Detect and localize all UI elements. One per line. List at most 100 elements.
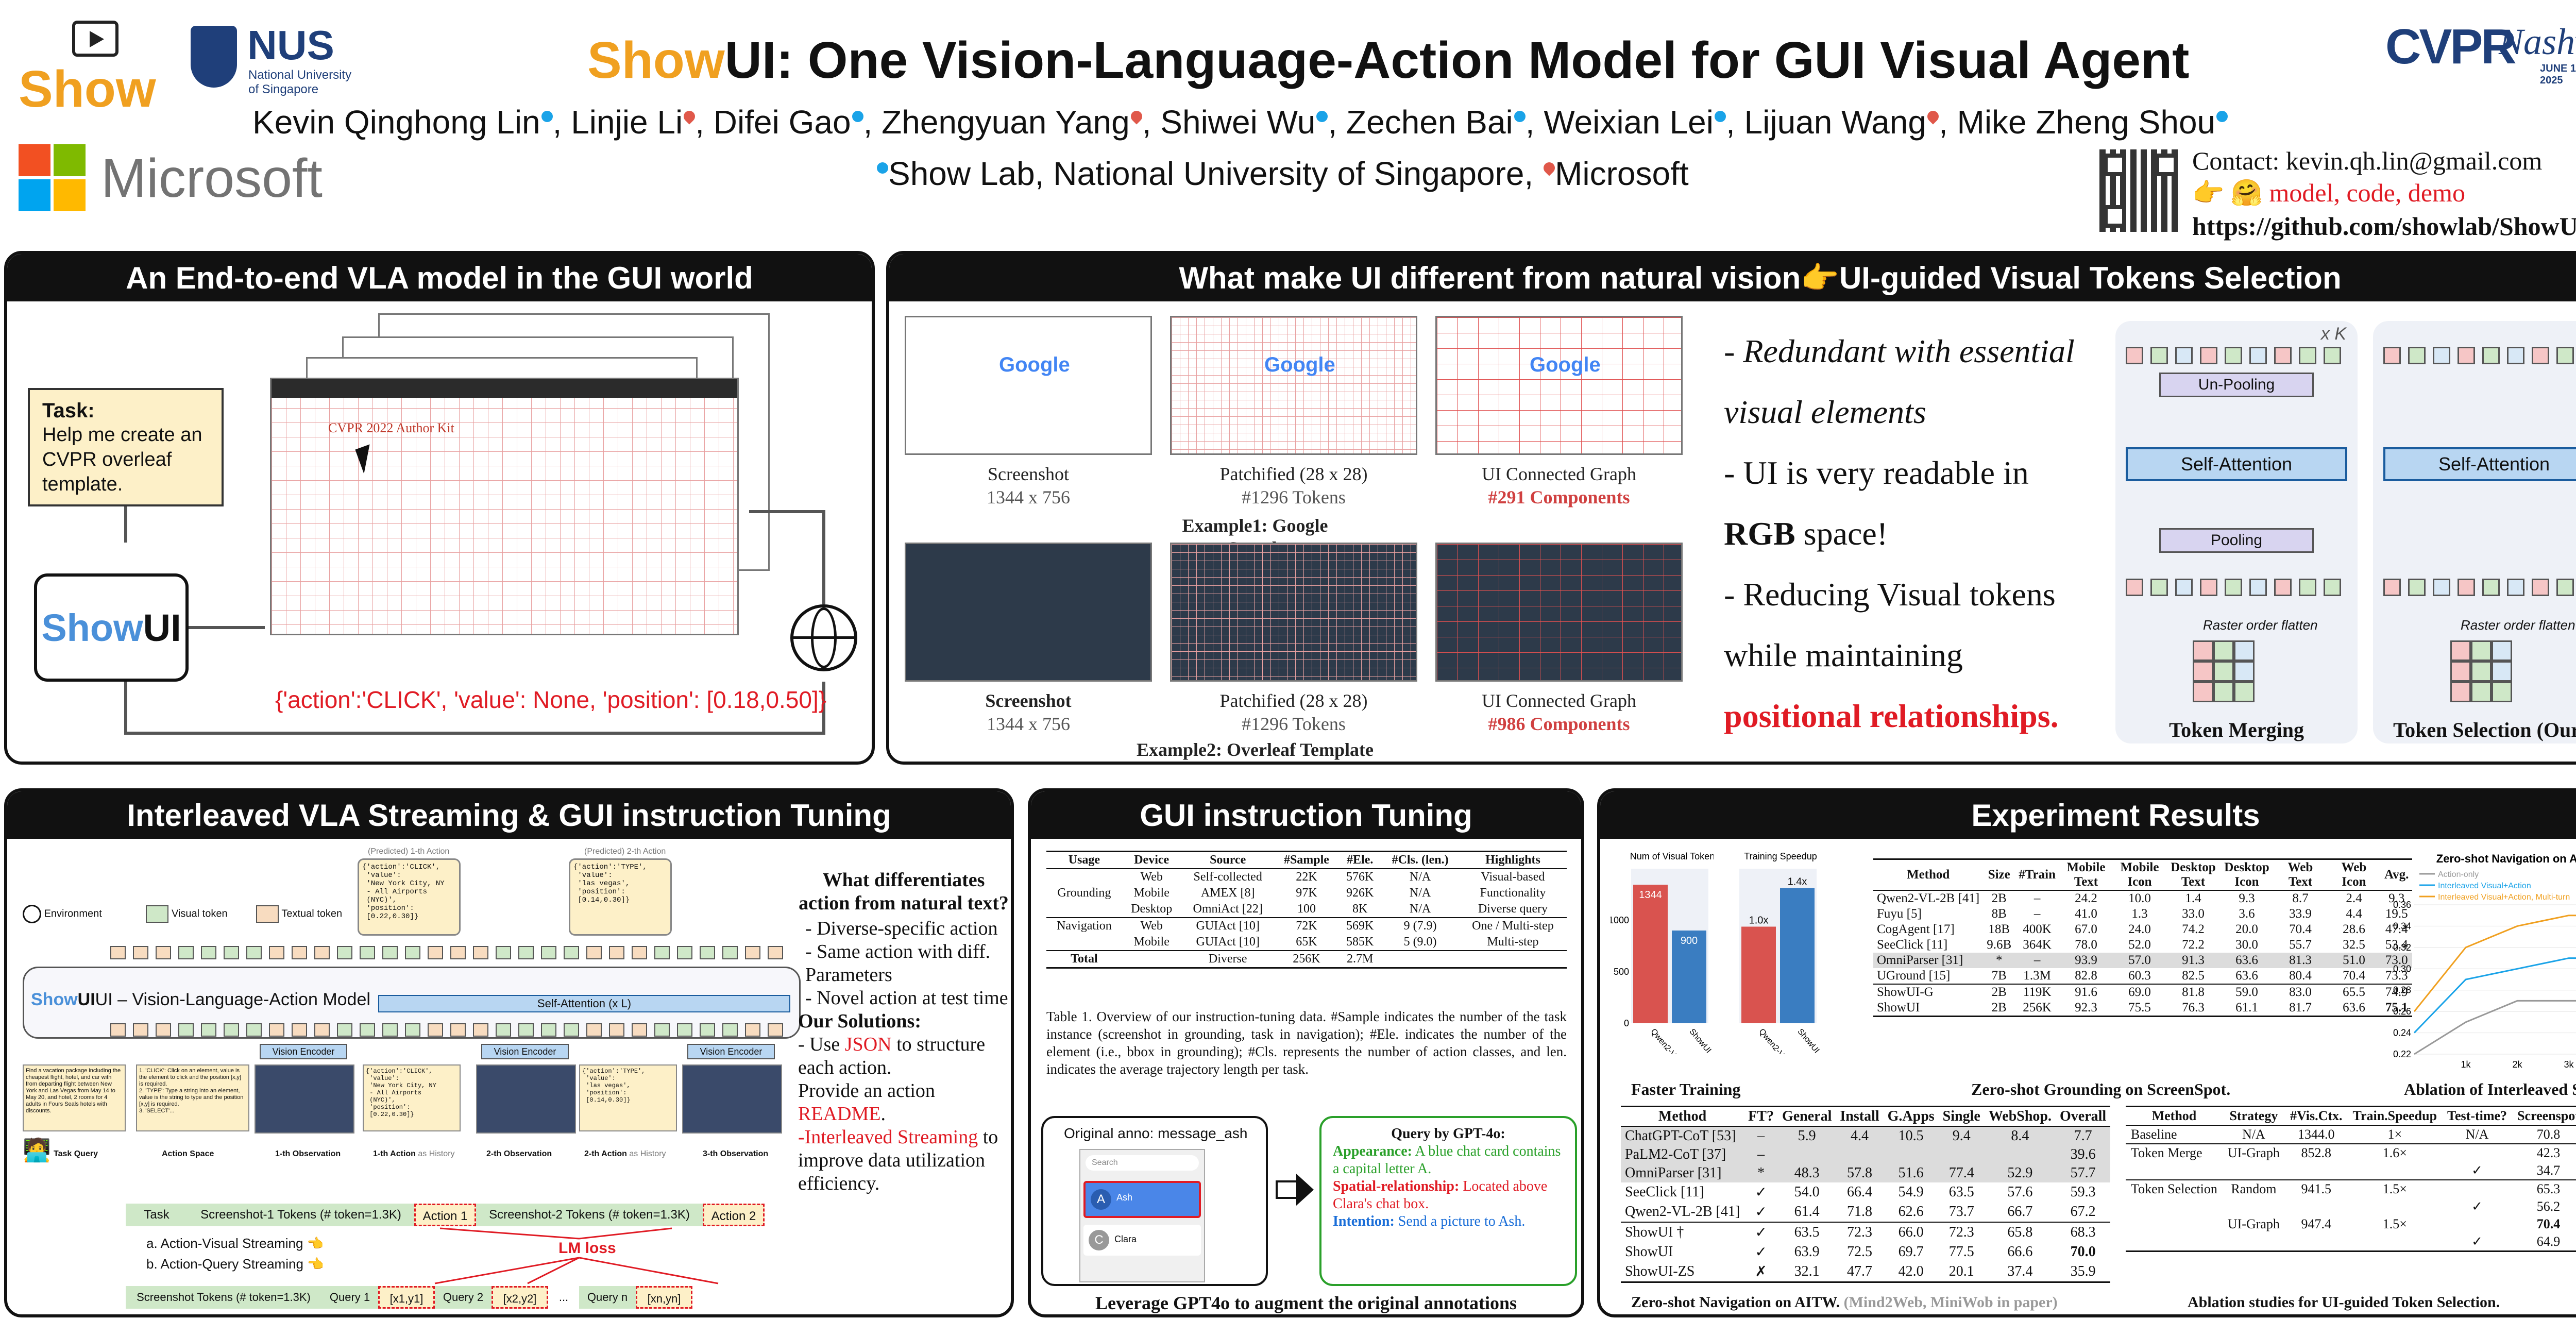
visual-token [2274,347,2292,364]
stream-token [405,946,420,959]
chat-card-ash[interactable]: A Ash [1083,1181,1201,1218]
visual-token [2126,347,2143,364]
stream-token [110,946,126,959]
table-cell: Web [1140,870,1163,884]
chat-card-clara[interactable]: C Clara [1083,1225,1201,1256]
chart-title: Training Speedup [1744,851,1817,861]
aitw-cell: ✓ [1755,1244,1767,1260]
bar [1672,931,1706,1023]
table-cell: 72K [1296,919,1317,933]
aitw-cell: ✓ [1755,1225,1767,1241]
aitw-cell: ShowUI [1625,1244,1673,1260]
microsoft-logo: Microsoft [19,144,348,222]
contact-email[interactable]: Contact: kevin.qh.lin@gmail.com [2192,146,2543,175]
table-cell: 100 [1297,902,1316,916]
stream-token [201,1023,216,1037]
title-b: UI-guided Visual Tokens Selection [1839,260,2342,295]
table-cell: N/A [1409,870,1431,884]
visual-token [2249,579,2267,596]
point-right-icon: 👉 [1801,260,1839,295]
ground-cell: 364K [2023,938,2052,952]
globe-icon [790,604,857,671]
visual-token-chart: Num of Visual Token050010001344Qwen2-VL-… [1611,851,1714,1054]
aitw-cell: 77.5 [1948,1244,1974,1260]
example-label: UI Connected Graph [1482,690,1636,711]
stream-token [269,946,284,959]
grounding-title: Zero-shot Grounding on ScreenSpot. [1971,1080,2231,1098]
aitw-cell: – [1757,1146,1765,1162]
stream-screenshot-1: Screenshot-1 Tokens (# token=1.3K) [188,1204,414,1226]
aitw-cell: 59.3 [2070,1184,2096,1200]
aitw-header-cell: WebShop. [1988,1108,2052,1124]
stream-token [428,1023,443,1037]
bullet2a: - UI is very readable in [1724,454,2029,491]
visual-token [2458,347,2475,364]
bar [1741,926,1776,1023]
stream-token [632,1023,647,1037]
abl-cell [2442,1215,2512,1233]
ground-cell: Fuyu [5] [1877,907,1922,921]
visual-token [2324,579,2341,596]
table-header-cell: Usage [1068,853,1100,867]
series-line [2413,957,2576,1034]
aitw-cell: 67.2 [2070,1204,2096,1220]
abl-header-cell: Strategy [2229,1108,2278,1123]
ground-cell: ShowUI [1877,1001,1920,1014]
ground-cell: – [2033,953,2041,967]
sol1c: to structure each action. [798,1034,986,1078]
bar [1780,888,1815,1023]
arrow-right-head [1296,1174,1314,1206]
aitw-cell: 66.0 [1898,1224,1924,1240]
cvpr-date: JUNE 11-15, 2025 [2540,63,2576,86]
ground-cell: 57.0 [2128,953,2151,967]
model-label: ShowUIUI – Vision-Language-Action Model [31,990,370,1009]
github-link[interactable]: https://github.com/showlab/ShowUI [2192,212,2576,241]
obs2-label: 2-th Observation [486,1149,552,1158]
table-cell [1459,951,1567,968]
stream-token [314,946,330,959]
stream-a-label: a. Action-Visual Streaming 👈 [146,1236,324,1251]
data-label: 1.0x [1749,915,1769,926]
links-line[interactable]: 👉 🤗 model, code, demo [2192,178,2465,208]
ground-header-cell: Web Text [2287,860,2313,889]
stream-token [745,1023,760,1037]
stream-token [564,946,579,959]
aitw-cell: 73.7 [1948,1204,1974,1220]
affiliation-mark-icon [1128,108,1145,125]
stream-a-text: a. Action-Visual Streaming [146,1236,303,1251]
model-rest: UI – Vision-Language-Action Model [95,990,370,1009]
affil-ms: Microsoft [1555,155,1689,192]
stream-token [722,946,738,959]
y-tick-label: 0.24 [2393,1028,2411,1038]
aitw-cell: 69.7 [1898,1244,1924,1260]
obs1-label: 1-th Observation [275,1149,341,1158]
bullet3a: - Reducing Visual tokens [1724,576,2056,613]
qr-code-icon[interactable] [2099,149,2182,232]
abl-cell: 1344.0 [2297,1127,2335,1142]
aitw-header-cell: Install [1840,1108,1879,1124]
google-logo: Google [999,353,1070,376]
google-logo: Google [1264,353,1335,376]
affiliation-mark-icon [541,110,553,122]
y-tick-label: 0.22 [2393,1049,2411,1059]
ground-cell: 72.2 [2182,938,2205,952]
as-history: as History [418,1149,455,1158]
abl-cell: 1.6× [2382,1145,2407,1160]
table-cell: One / Multi-step [1472,919,1554,933]
abl-cell: 42.3 [2536,1145,2561,1160]
ground-cell: 91.3 [2182,953,2205,967]
abl-cell: Token Merge [2131,1145,2202,1160]
abl-cell: 941.5 [2301,1181,2331,1196]
visual-token [2433,579,2450,596]
title-a: What make UI different from natural visi… [1179,260,1801,295]
chart-title: Zero-shot Navigation on AITW [2436,852,2576,865]
stream-token [246,1023,262,1037]
stream-token [224,946,239,959]
